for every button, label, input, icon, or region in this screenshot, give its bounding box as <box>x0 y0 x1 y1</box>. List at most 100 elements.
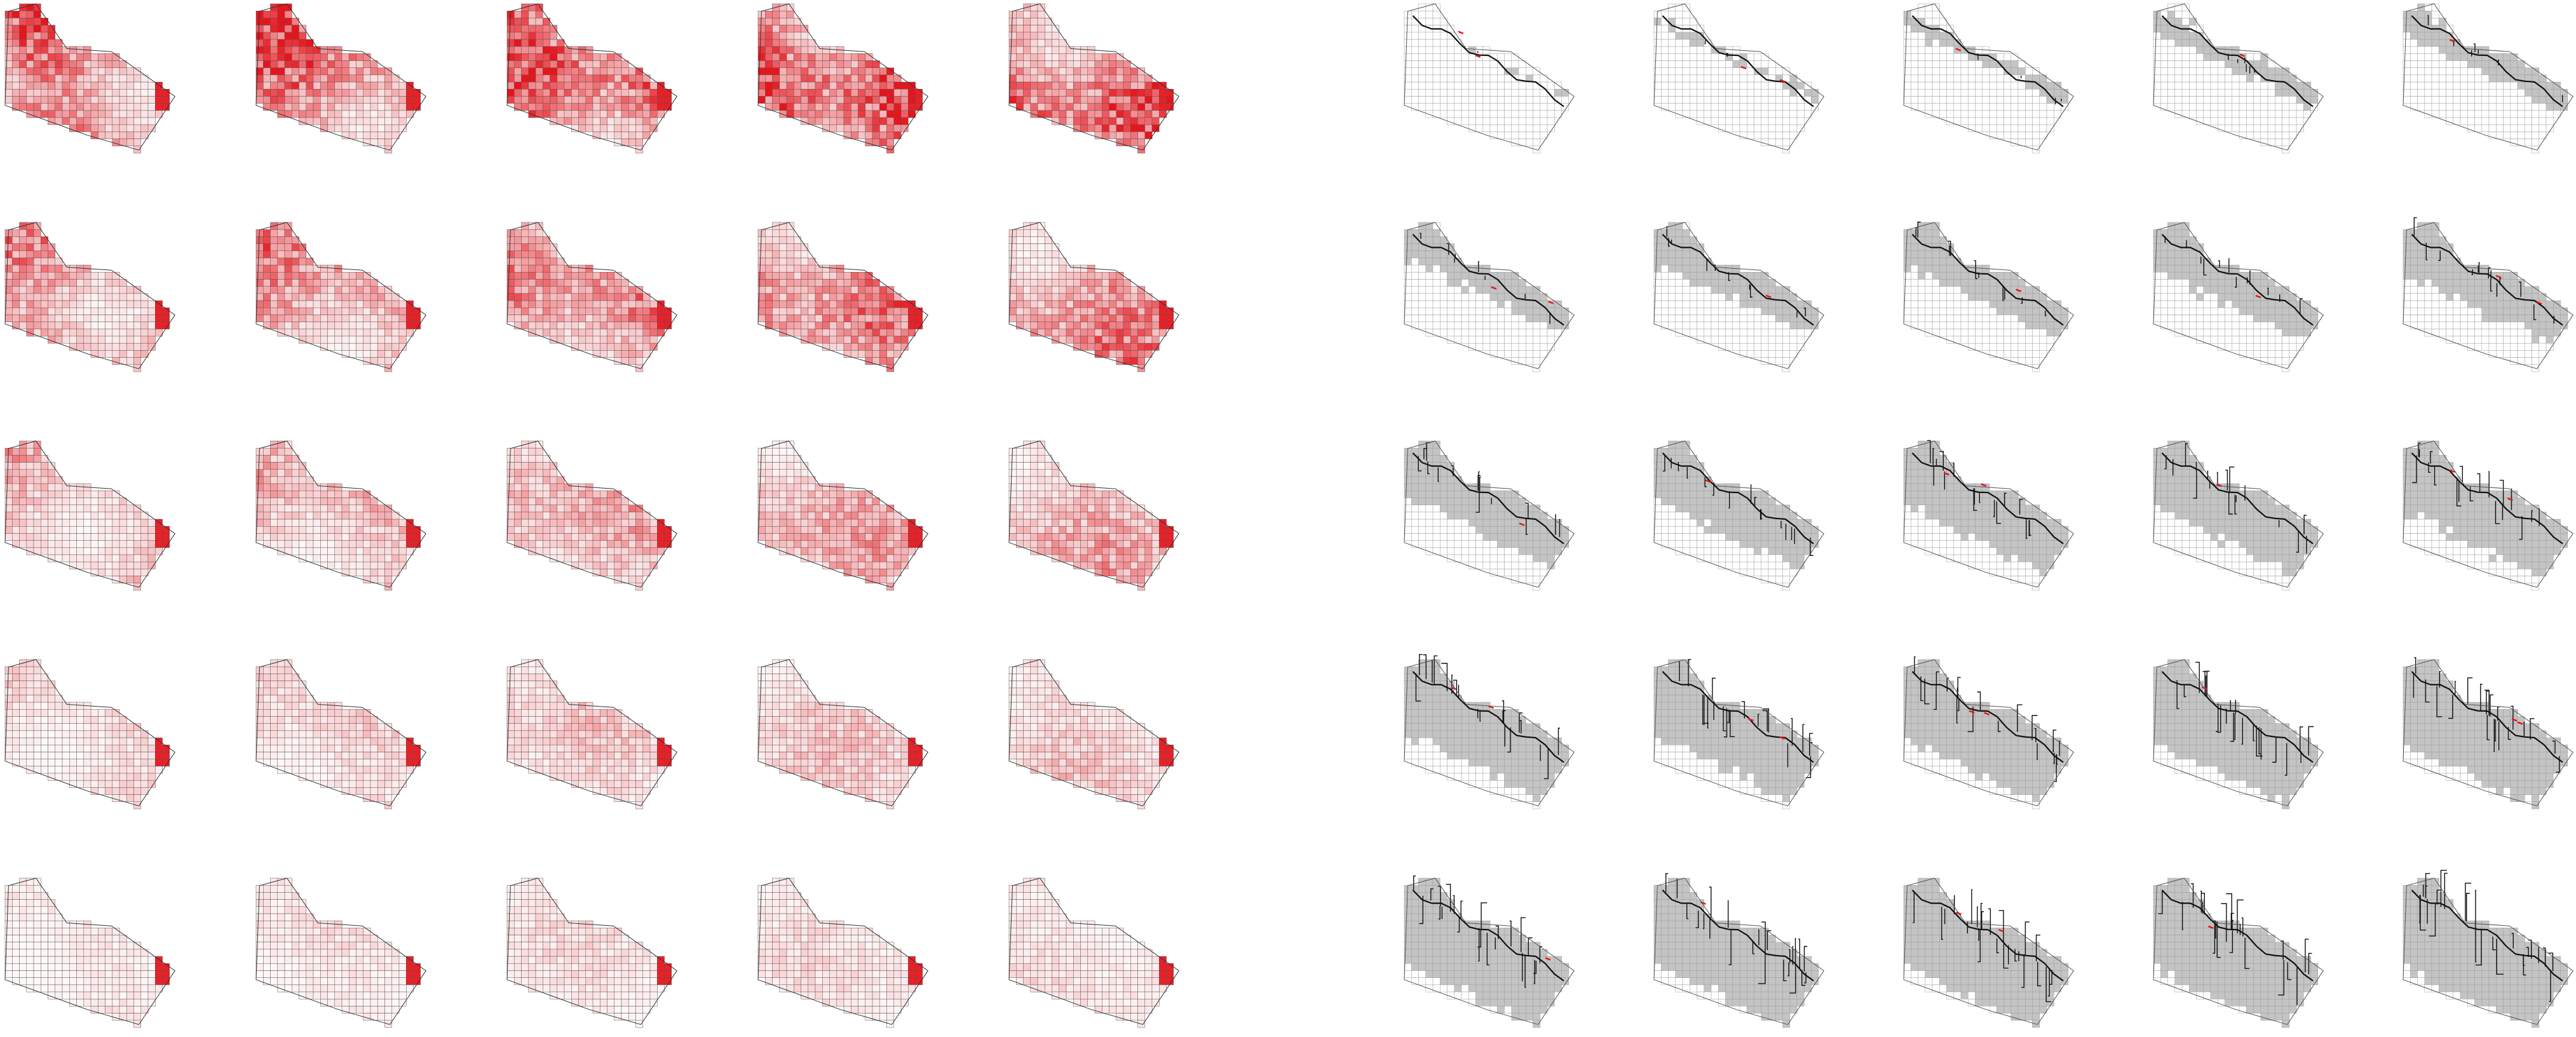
heatmap-cell <box>1066 526 1074 534</box>
heatmap-cell <box>614 745 622 752</box>
heatmap-cell <box>550 46 558 54</box>
heatmap-cell <box>550 730 558 738</box>
heatmap-cell <box>69 60 77 68</box>
heatmap-cell <box>1151 336 1160 344</box>
heatmap-cell <box>270 286 278 294</box>
heatmap-cell <box>126 505 134 513</box>
heatmap-cell <box>384 110 393 118</box>
heatmap-cell <box>765 526 773 534</box>
heatmap-cell <box>26 447 34 456</box>
heatmap-cell <box>363 723 371 731</box>
heatmap-cell <box>893 547 902 555</box>
heatmap-cell <box>1116 350 1124 358</box>
heatmap-cell <box>48 300 56 308</box>
heatmap-cell <box>614 74 622 83</box>
heatmap-cell <box>506 752 515 759</box>
heatmap-cell <box>377 526 385 534</box>
heatmap-cell <box>578 329 586 337</box>
heatmap-cell <box>1123 103 1131 111</box>
heatmap-cell <box>48 286 56 294</box>
heatmap-cell <box>779 483 787 491</box>
heatmap-cell <box>398 737 407 745</box>
heatmap-cell <box>1159 89 1167 97</box>
heatmap-cell <box>535 745 543 752</box>
heatmap-cell <box>69 483 77 491</box>
heatmap-cell <box>836 336 844 344</box>
heatmap-cell <box>578 110 586 118</box>
heatmap-cell <box>1023 53 1031 61</box>
heatmap-cell <box>48 81 56 90</box>
heatmap-cell <box>1052 491 1060 498</box>
heatmap-cell <box>105 561 113 569</box>
heatmap-cell <box>1080 561 1088 569</box>
heatmap-cell <box>377 132 385 139</box>
heatmap-cell <box>1109 293 1117 301</box>
heatmap-cell <box>550 257 558 266</box>
heatmap-cell <box>292 53 299 61</box>
heatmap-panel-r3-c5 <box>1008 440 1179 591</box>
heatmap-cell <box>808 512 816 520</box>
heatmap-cell <box>76 103 85 111</box>
heatmap-cell <box>90 759 98 767</box>
heatmap-cell <box>757 688 766 696</box>
heatmap-cell <box>614 716 622 724</box>
heatmap-cell <box>48 518 56 527</box>
heatmap-cell <box>621 124 629 132</box>
heatmap-cell <box>19 723 27 731</box>
heatmap-cell <box>801 491 809 498</box>
heatmap-cell <box>33 674 41 681</box>
heatmap-cell <box>356 96 364 104</box>
heatmap-cell <box>313 293 321 301</box>
heatmap-cell <box>363 103 371 111</box>
heatmap-cell <box>327 315 336 322</box>
heatmap-cell <box>406 308 414 315</box>
heatmap-cell <box>147 745 156 752</box>
heatmap-cell <box>535 46 543 54</box>
heatmap-cell <box>320 745 328 752</box>
heatmap-cell <box>55 498 63 505</box>
heatmap-cell <box>4 53 13 61</box>
heatmap-cell <box>1016 18 1024 25</box>
heatmap-cell <box>33 89 41 97</box>
heatmap-cell <box>514 308 522 315</box>
heatmap-cell <box>147 342 156 351</box>
heatmap-cell <box>62 505 70 513</box>
heatmap-cell <box>528 32 536 40</box>
heatmap-cell <box>55 46 63 54</box>
heatmap-cell <box>557 293 565 301</box>
heatmap-cell <box>514 81 522 90</box>
heatmap-cell <box>48 60 56 68</box>
heatmap-cell <box>607 272 615 280</box>
heatmap-cell <box>1037 286 1045 294</box>
heatmap-cell <box>794 681 801 689</box>
heatmap-cell <box>48 272 56 280</box>
heatmap-cell <box>1008 243 1017 252</box>
heatmap-cell <box>263 526 271 534</box>
heatmap-cell <box>1116 124 1124 132</box>
heatmap-cell <box>1080 512 1088 520</box>
heatmap-cell <box>808 498 816 505</box>
heatmap-cell <box>649 117 658 125</box>
heatmap-cell <box>1023 60 1031 68</box>
heatmap-cell <box>69 723 77 731</box>
heatmap-cell <box>4 236 13 244</box>
heatmap-cell <box>76 286 85 294</box>
heatmap-cell <box>772 674 780 681</box>
heatmap-cell <box>550 74 558 83</box>
heatmap-cell <box>543 257 550 266</box>
heatmap-cell <box>76 540 85 548</box>
heatmap-cell <box>528 10 536 18</box>
heatmap-cell <box>62 730 70 738</box>
heatmap-cell <box>585 561 593 569</box>
heatmap-cell <box>147 773 156 781</box>
heatmap-cell <box>12 737 20 745</box>
heatmap-cell <box>528 730 536 738</box>
heatmap-cell <box>600 737 607 745</box>
heatmap-cell <box>521 322 529 330</box>
heatmap-cell <box>284 250 292 259</box>
heatmap-cell <box>642 554 651 562</box>
heatmap-cell <box>1023 236 1031 244</box>
heatmap-cell <box>83 547 92 555</box>
heatmap-cell <box>377 547 385 555</box>
heatmap-cell <box>808 96 816 104</box>
